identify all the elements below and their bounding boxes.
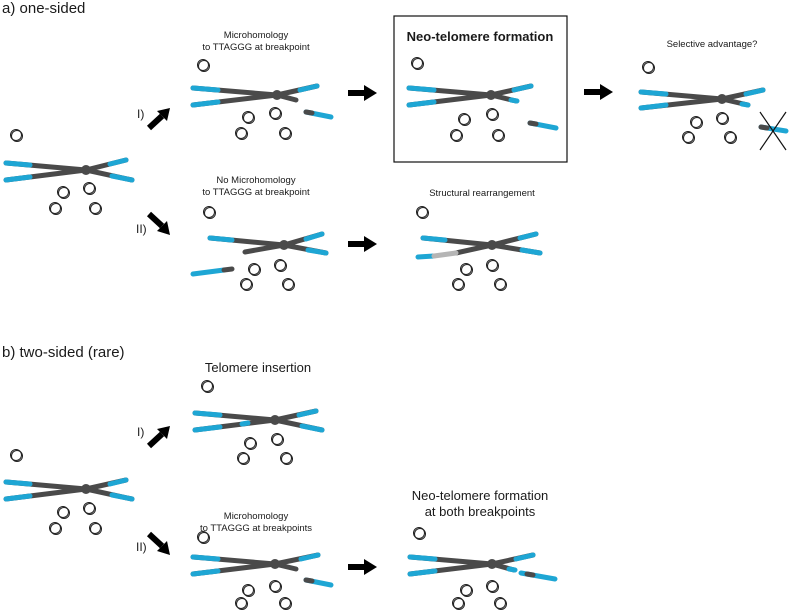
arrow-down-right-b-ii [146, 531, 170, 555]
section-a-label: a) one-sided [2, 0, 85, 17]
telomere-insertion-label: Telomere insertion [205, 360, 311, 375]
neo-telomere-both-line2: at both breakpoints [425, 504, 536, 519]
chromosome-a-structural [415, 231, 543, 260]
arrow-down-right-ii [146, 211, 170, 235]
chromosome-a-initial [3, 157, 135, 183]
path-i-label: I) [137, 107, 144, 121]
no-microhomology-label-line2: to TTAGGG at breakpoint [202, 187, 310, 198]
neo-telomere-both-line1: Neo-telomere formation [412, 488, 549, 503]
arrow-up-right-i [146, 108, 170, 131]
structural-rearrangement-label: Structural rearrangement [429, 188, 535, 199]
arrow-right-2 [584, 84, 613, 100]
chromosome-a-selective [638, 87, 789, 134]
selective-advantage-label: Selective advantage? [667, 39, 758, 50]
microhomology-label-line2: to TTAGGG at breakpoint [202, 42, 310, 53]
fragment-lost-cross [759, 111, 787, 151]
neo-telomere-title: Neo-telomere formation [407, 29, 554, 44]
section-b-label: b) two-sided (rare) [2, 344, 125, 361]
arrow-right-b [348, 559, 377, 575]
chromosome-b-initial [3, 477, 135, 502]
chromosome-b-i [192, 408, 325, 433]
neo-telomere-box [393, 15, 568, 163]
chromosome-a-neo [406, 83, 559, 131]
circles-group [10, 57, 737, 610]
chromosome-b-ii [190, 552, 334, 588]
microhomology-label-line1: Microhomology [224, 30, 289, 41]
arrow-up-right-b-i [146, 426, 170, 449]
arrow-right-3 [348, 236, 377, 252]
chromosome-a-i [190, 83, 334, 120]
path-b-i-label: I) [137, 425, 144, 439]
chromosome-b-neo-both [407, 552, 558, 582]
arrow-right-1 [348, 85, 377, 101]
path-ii-label: II) [136, 222, 147, 236]
no-microhomology-label-line1: No Microhomology [216, 175, 295, 186]
microhomology-b-label-line1: Microhomology [224, 511, 289, 522]
chromosome-a-ii [190, 231, 329, 277]
path-b-ii-label: II) [136, 540, 147, 554]
microhomology-b-label-line2: to TTAGGG at breakpoints [200, 523, 312, 534]
